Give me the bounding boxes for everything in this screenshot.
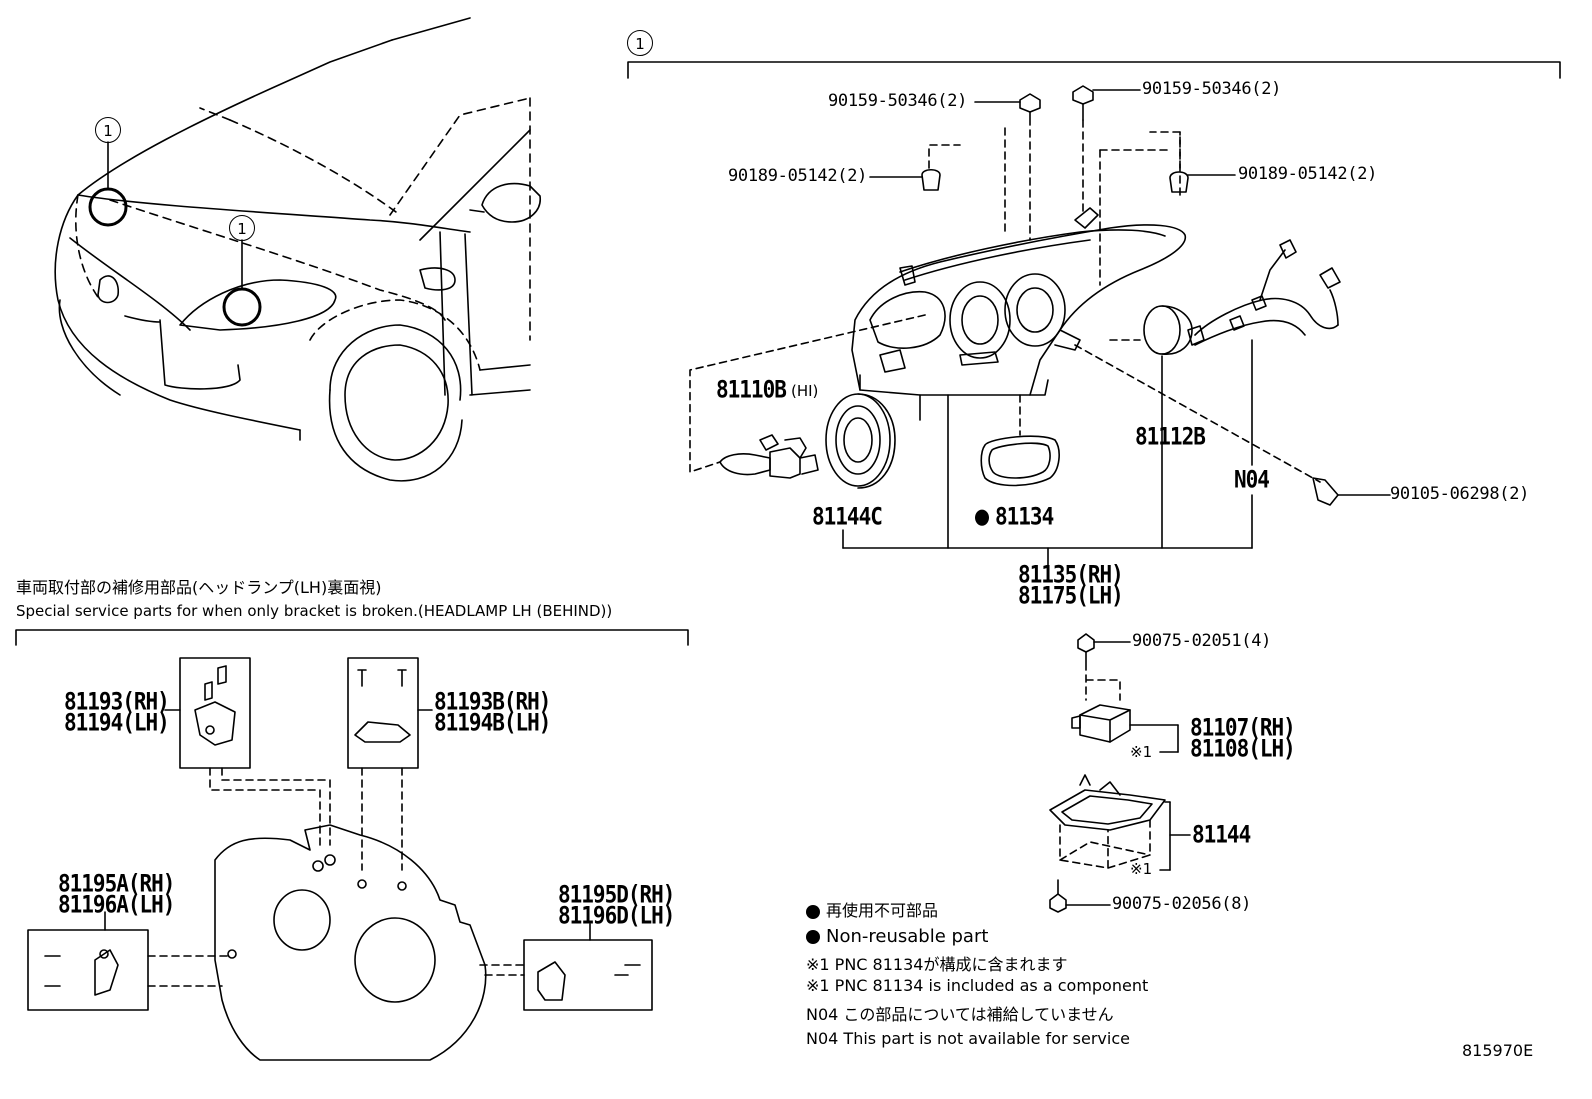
label-bracket2-lh: 81194B(LH) xyxy=(434,708,551,737)
legend-note1-jp: ※1 PNC 81134が構成に含まれます xyxy=(806,955,1068,974)
label-assembly-lh: 81175(LH) xyxy=(1018,581,1124,610)
label-bracket4-rh: 81195D(RH) xyxy=(558,880,675,909)
label-clip-left: 90189-05142(2) xyxy=(728,166,868,186)
callout-1-car-right: 1 xyxy=(229,215,255,241)
label-ballast-mark: ※1 xyxy=(1130,860,1153,878)
bracket-title-jp: 車両取付部の補修用部品(ヘッドランプ(LH)裏面視) xyxy=(16,578,382,597)
label-bolt-top-right: 90159-50346(2) xyxy=(1142,79,1282,99)
legend-nonreusable-jp-text: 再使用不可部品 xyxy=(826,901,939,920)
legend-note2-jp: N04 この部品については補給していません xyxy=(806,1005,1114,1024)
legend-note2-en: N04 This part is not available for servi… xyxy=(806,1029,1130,1048)
bracket-title-en: Special service parts for when only brac… xyxy=(16,602,613,620)
bracket-section xyxy=(15,629,689,1061)
label-cap: 81112B xyxy=(1135,422,1206,451)
label-computer-mark: ※1 xyxy=(1130,743,1153,761)
label-bracket3-rh: 81195A(RH) xyxy=(58,869,175,898)
label-harness: N04 xyxy=(1234,465,1270,494)
headlamp-exploded-view xyxy=(627,61,1561,566)
label-bracket4-lh: 81196D(LH) xyxy=(558,901,675,930)
label-bulb: 81110B xyxy=(716,375,787,404)
callout-1-headlamp: 1 xyxy=(627,30,653,56)
diagram-id: 815970E xyxy=(1462,1041,1534,1060)
label-computer-rh: 81107(RH) xyxy=(1190,713,1296,742)
legend-nonreusable-jp: 再使用不可部品 xyxy=(806,903,938,919)
legend-note1-en: ※1 PNC 81134 is included as a component xyxy=(806,976,1149,995)
label-cover: 81144C xyxy=(812,502,883,531)
label-gasket-text: 81134 xyxy=(995,502,1054,531)
callout-1-car-left: 1 xyxy=(95,117,121,143)
label-computer-lh: 81108(LH) xyxy=(1190,734,1296,763)
legend-nonreusable-en-text: Non-reusable part xyxy=(826,926,989,947)
legend-nonreusable-en: Non-reusable part xyxy=(806,928,988,946)
legend-dot-icon-2 xyxy=(806,930,820,944)
label-screw-bottom: 90075-02056(8) xyxy=(1112,894,1252,914)
nonreusable-dot-icon xyxy=(975,509,989,526)
label-ballast: 81144 xyxy=(1192,820,1251,849)
label-gasket: 81134 xyxy=(975,502,1054,531)
label-bracket1-rh: 81193(RH) xyxy=(64,687,170,716)
label-assembly-rh: 81135(RH) xyxy=(1018,560,1124,589)
ballast-assembly xyxy=(1049,633,1191,913)
label-bulb-note: (HI) xyxy=(791,382,819,400)
label-bracket2-rh: 81193B(RH) xyxy=(434,687,551,716)
car-front-illustration xyxy=(54,17,541,482)
legend-dot-icon xyxy=(806,904,820,919)
label-bracket1-lh: 81194(LH) xyxy=(64,708,170,737)
label-screw-top: 90075-02051(4) xyxy=(1132,631,1272,651)
label-bracket3-lh: 81196A(LH) xyxy=(58,890,175,919)
label-screw-right: 90105-06298(2) xyxy=(1390,484,1530,504)
label-clip-right: 90189-05142(2) xyxy=(1238,164,1378,184)
label-bolt-top-left: 90159-50346(2) xyxy=(828,91,968,111)
